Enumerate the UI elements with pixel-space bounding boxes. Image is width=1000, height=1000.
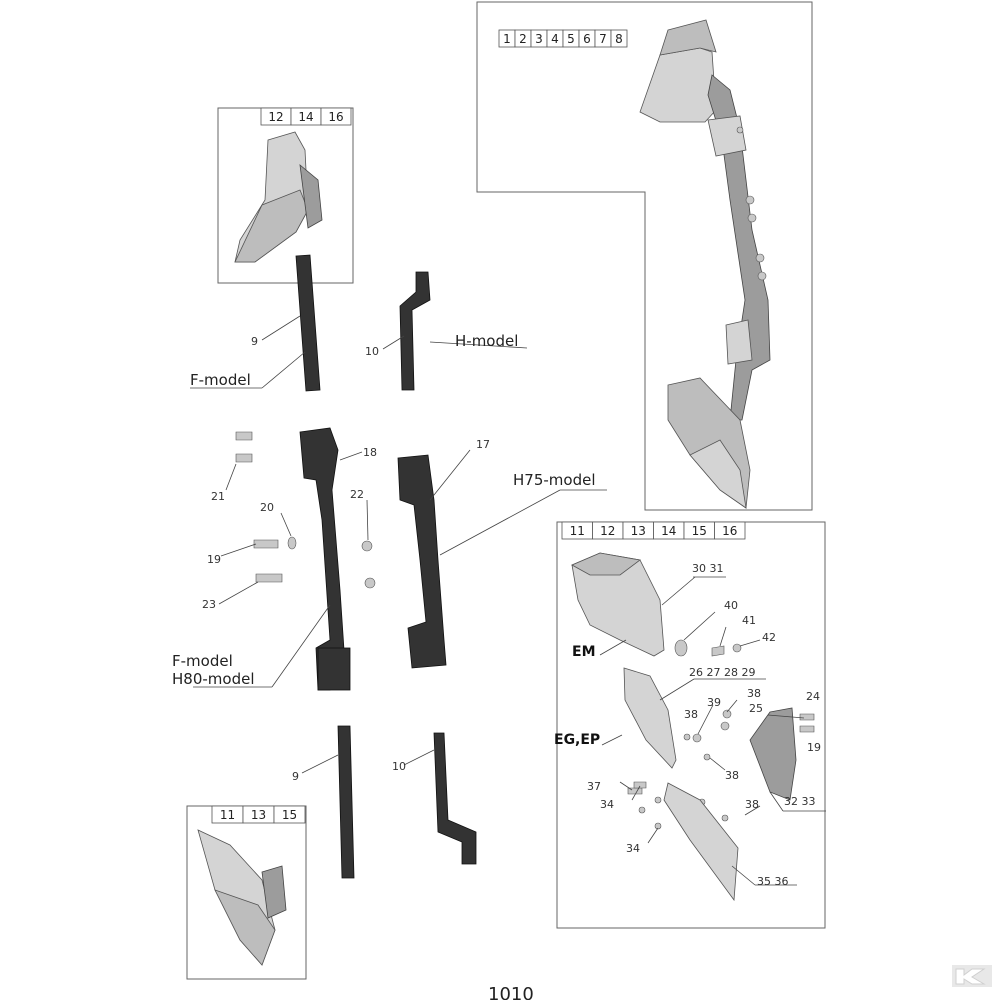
leg-9-lower: [337, 725, 355, 879]
header-number: 3: [535, 32, 543, 46]
part-21: 21: [211, 490, 225, 503]
header-number: 12: [268, 110, 283, 124]
detail-frame-right: 11 12 13 14 15 16: [556, 521, 826, 929]
share-35-36: [663, 782, 739, 902]
label-h75-model: H75-model: [513, 471, 596, 489]
part-10-upper: 10: [365, 345, 379, 358]
part-20: 20: [260, 501, 274, 514]
part-34-a: 34: [600, 798, 614, 811]
part-10-lower: 10: [392, 760, 406, 773]
header-bottom-left: 11 13 15: [211, 805, 306, 824]
header-number: 7: [599, 32, 607, 46]
part-37: 37: [587, 780, 601, 793]
beam-bolts: [736, 126, 767, 281]
moldboard-variant-a-lower: [234, 189, 309, 263]
part-34-b: 34: [626, 842, 640, 855]
label-h80-model: H80-model: [172, 670, 255, 688]
part-38-c: 38: [725, 769, 739, 782]
label-f-model-2: F-model: [172, 652, 233, 670]
variant-frame-top-left: 12 14 16: [217, 107, 354, 284]
part-9-upper: 9: [251, 335, 258, 348]
leg-10-lower: [433, 732, 477, 865]
label-eg-ep: EG,EP: [554, 732, 600, 748]
header-cell: [610, 29, 628, 48]
label-f-model: F-model: [190, 371, 251, 389]
part-19-left: 19: [207, 553, 221, 566]
header-number: 2: [519, 32, 527, 46]
bolts-hardware-left: [235, 431, 376, 589]
label-h-model: H-model: [455, 332, 518, 350]
part-19-right: 19: [807, 741, 821, 754]
part-41: 41: [742, 614, 756, 627]
header-number: 14: [661, 524, 676, 538]
header-number: 5: [567, 32, 575, 46]
part-26-29: 26 27 28 29: [689, 666, 755, 679]
upper-moldboard: [639, 47, 717, 123]
brand-logo: [952, 965, 992, 987]
header-number: 13: [251, 808, 266, 822]
leg-10-upper: [399, 271, 431, 391]
shank-17: [397, 454, 447, 669]
part-30-31: 30 31: [692, 562, 724, 575]
part-9-lower: 9: [292, 770, 299, 783]
variant-frame-bottom-left: 11 13 15: [186, 805, 307, 980]
part-38-d: 38: [745, 798, 759, 811]
bracket-variant-a: [299, 164, 323, 229]
leg-9-upper: [295, 254, 321, 392]
labels: 9 10 H-model F-model 18 17 H75-model 21 …: [172, 332, 821, 1000]
part-42: 42: [762, 631, 776, 644]
shank-18: [299, 427, 351, 691]
part-17: 17: [476, 438, 490, 451]
header-number: 11: [570, 524, 585, 538]
moldboard-variant-b-lower: [214, 889, 276, 966]
moldboard-eg-ep: [623, 667, 677, 769]
part-32-33: 32 33: [784, 795, 816, 808]
part-25: 25: [749, 702, 763, 715]
part-23: 23: [202, 598, 216, 611]
header-number: 15: [692, 524, 707, 538]
upper-moldboard-top: [659, 19, 717, 56]
header-number: 12: [600, 524, 615, 538]
part-22: 22: [350, 488, 364, 501]
beam-bracket: [725, 319, 753, 365]
label-em: EM: [572, 644, 596, 660]
header-number: 11: [220, 808, 235, 822]
beam: [707, 74, 771, 421]
header-number: 8: [615, 32, 623, 46]
header-number: 4: [551, 32, 559, 46]
header-number: 16: [722, 524, 737, 538]
header-number: 1: [503, 32, 511, 46]
part-39: 39: [707, 696, 721, 709]
lower-share: [689, 439, 747, 509]
page-number: 1010: [488, 984, 534, 1000]
part-18: 18: [363, 446, 377, 459]
bracket-variant-b: [261, 865, 287, 919]
beam-side: [707, 115, 747, 157]
header-cell: [320, 107, 352, 126]
header-right-mid: 11 12 13 14 15 16: [561, 521, 746, 540]
leader-lines: [190, 315, 826, 886]
part-35-36: 35 36: [757, 875, 789, 888]
part-38-b: 38: [684, 708, 698, 721]
part-38-a: 38: [747, 687, 761, 700]
bracket-32-33: [749, 707, 797, 801]
part-40: 40: [724, 599, 738, 612]
header-number: 14: [298, 110, 313, 124]
header-number: 6: [583, 32, 591, 46]
header-number: 15: [282, 808, 297, 822]
header-cell: [273, 805, 306, 824]
header-cell: [714, 521, 746, 540]
header-top-left: 12 14 16: [260, 107, 352, 126]
moldboard-em-top: [571, 552, 641, 576]
header-number: 16: [328, 110, 343, 124]
part-24: 24: [806, 690, 820, 703]
header-number: 13: [631, 524, 646, 538]
